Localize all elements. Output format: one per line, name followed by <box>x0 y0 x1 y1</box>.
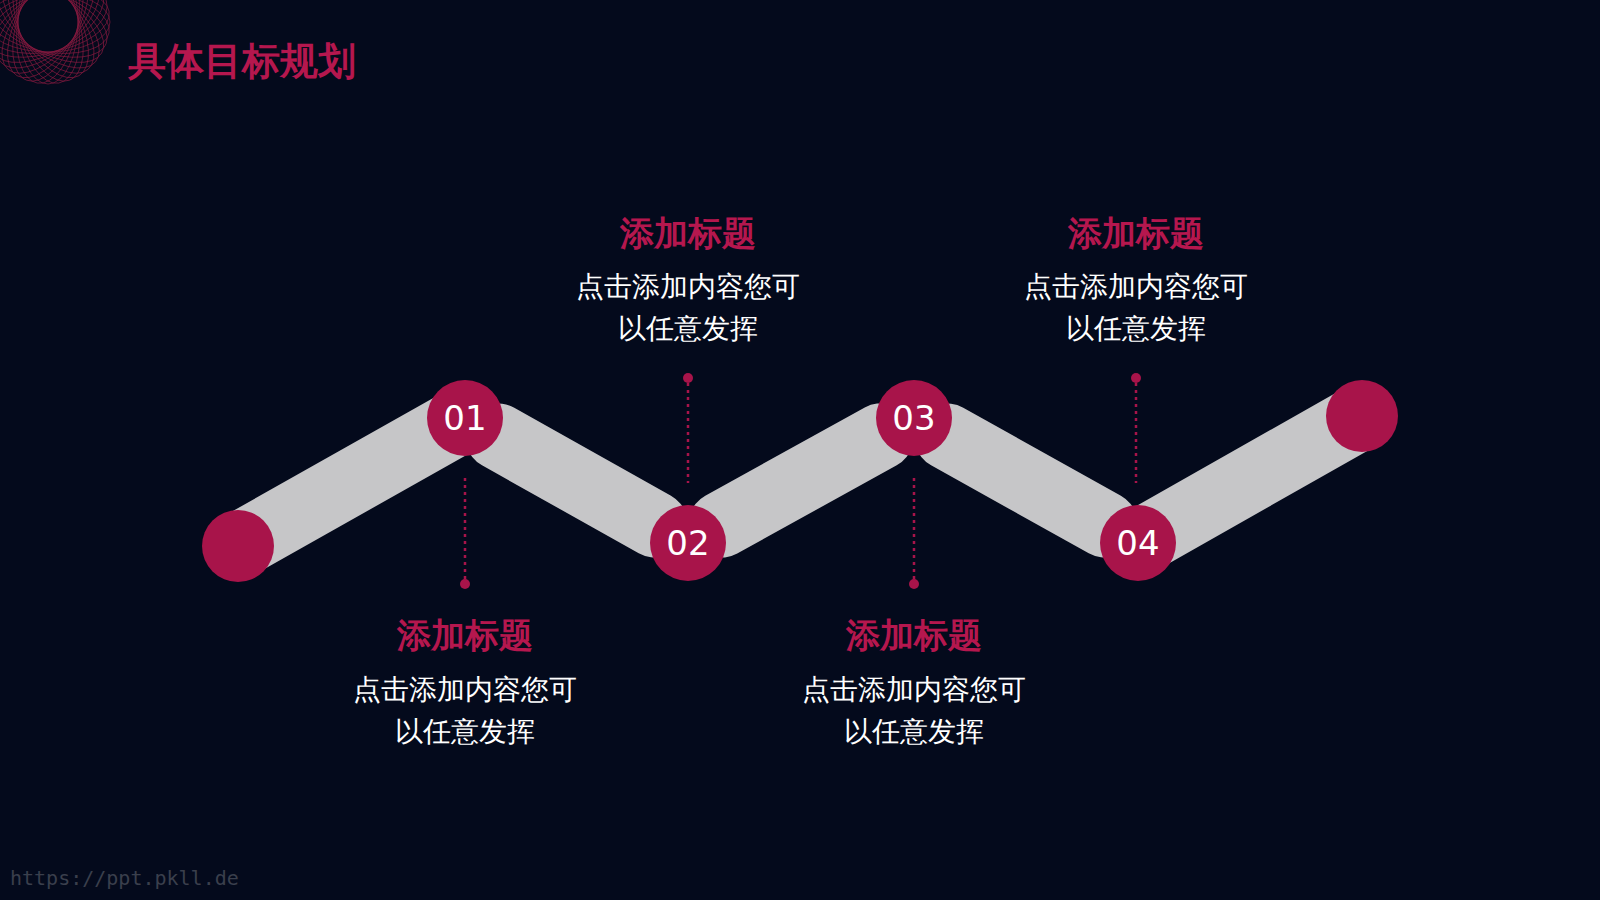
band-end-dot <box>202 510 274 582</box>
step-number: 02 <box>666 526 709 560</box>
leader-dot <box>909 579 919 589</box>
step-number: 03 <box>892 401 935 435</box>
mesh-stroke <box>0 0 97 91</box>
mesh-stroke <box>0 0 105 91</box>
step-circle: 01 <box>427 380 503 456</box>
page-title: 具体目标规划 <box>128 36 356 86</box>
step-heading: 添加标题 <box>397 613 533 657</box>
step-heading: 添加标题 <box>846 613 982 657</box>
mesh-stroke <box>0 0 97 91</box>
mesh-stroke <box>0 0 115 85</box>
leader-dot <box>1131 373 1141 383</box>
leader-dot <box>460 579 470 589</box>
step-circle: 04 <box>1100 505 1176 581</box>
mesh-stroke <box>0 0 117 79</box>
step-body: 点击添加内容您可 以任意发挥 <box>796 669 1032 753</box>
band-connector <box>721 436 880 524</box>
step-circle: 02 <box>650 505 726 581</box>
leader-dots <box>460 373 1141 589</box>
mesh-stroke <box>0 0 111 89</box>
mesh-stroke <box>0 0 105 91</box>
band-segment <box>1138 416 1362 543</box>
band-segment <box>238 418 465 546</box>
band-connector <box>947 437 1105 525</box>
step-circle: 03 <box>876 380 952 456</box>
mesh-stroke <box>0 0 117 71</box>
step-number: 01 <box>443 401 486 435</box>
leader-line <box>687 383 690 483</box>
step-body: 点击添加内容您可 以任意发挥 <box>570 266 806 350</box>
leader-line <box>1135 383 1138 483</box>
step-body: 点击添加内容您可 以任意发挥 <box>347 669 583 753</box>
band-connector <box>498 437 655 525</box>
mesh-stroke <box>0 0 114 62</box>
leader-line <box>913 478 916 580</box>
band-end-dot <box>1326 380 1398 452</box>
mesh-ornament <box>0 0 117 91</box>
mesh-stroke <box>18 0 78 84</box>
watermark: https://ppt.pkll.de <box>10 866 239 890</box>
leader-lines <box>465 383 1136 580</box>
step-number: 04 <box>1116 526 1159 560</box>
step-heading: 添加标题 <box>620 211 756 255</box>
leader-dot <box>683 373 693 383</box>
step-heading: 添加标题 <box>1068 211 1204 255</box>
step-body: 点击添加内容您可 以任意发挥 <box>1018 266 1254 350</box>
leader-line <box>464 478 467 580</box>
mesh-stroke <box>0 0 117 71</box>
